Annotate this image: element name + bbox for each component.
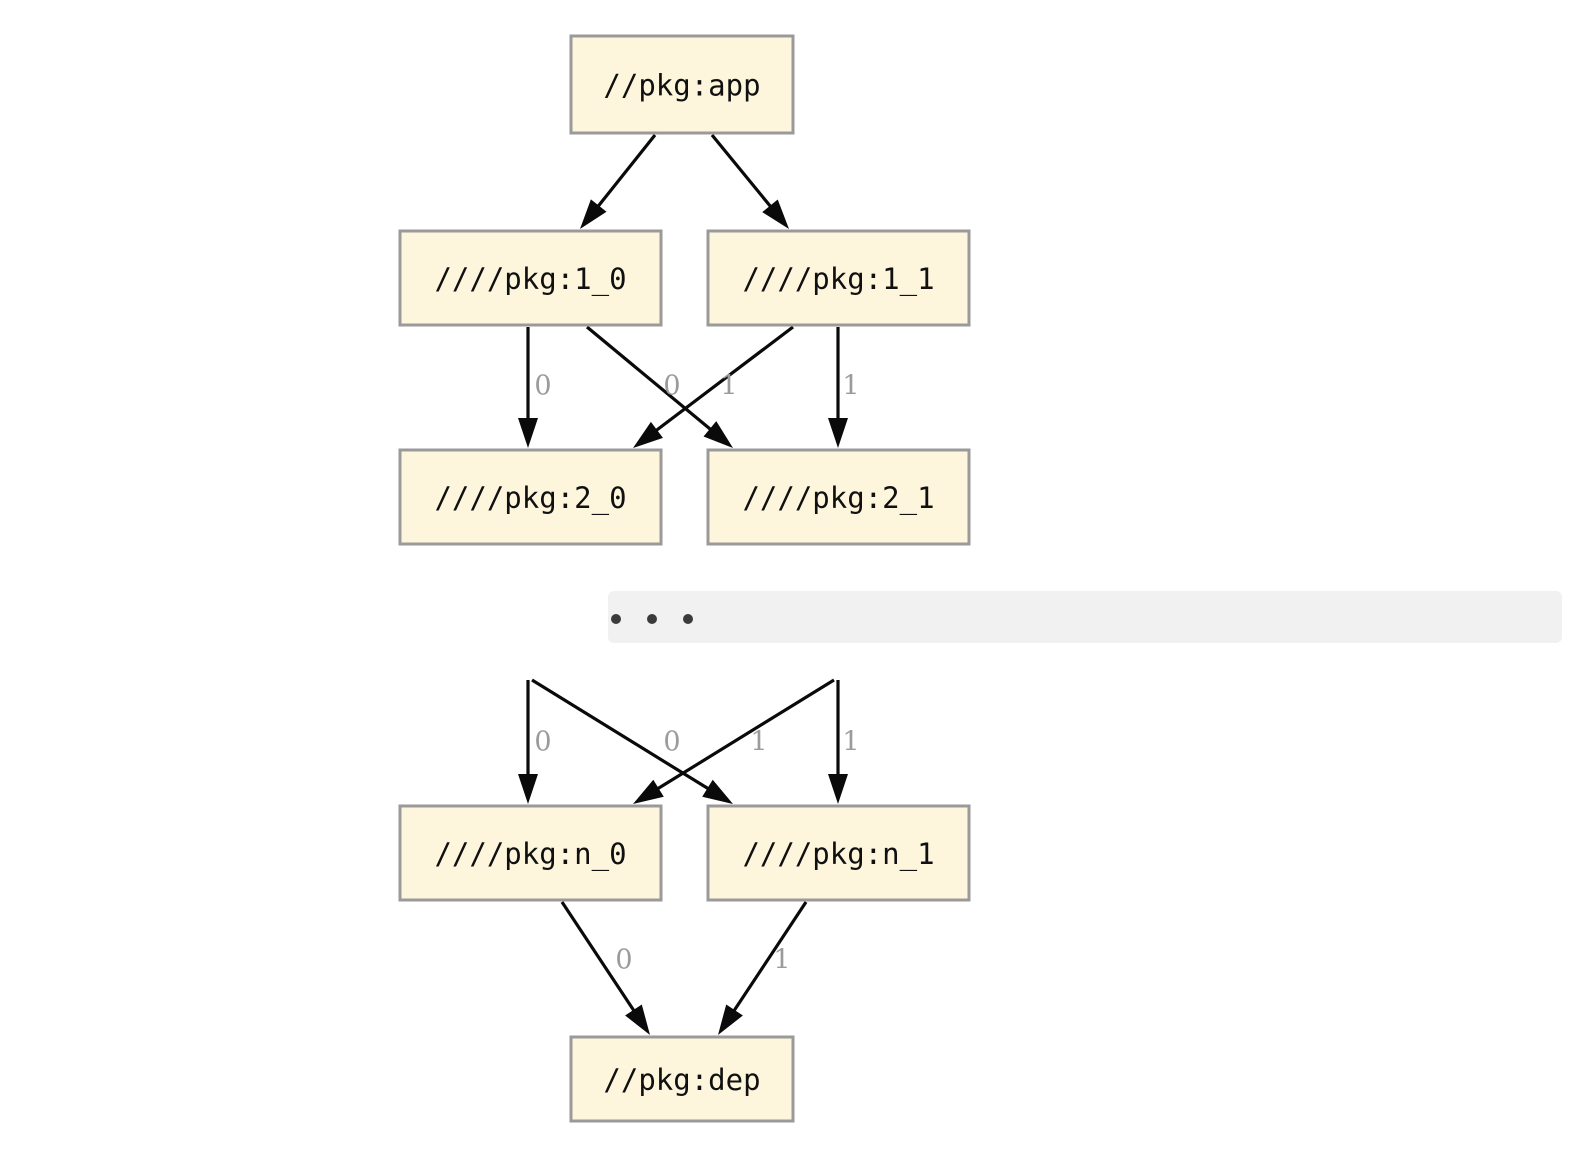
edge-n_1-to-dep — [718, 901, 808, 1035]
edge-app-to-1_1 — [710, 133, 789, 229]
nodes-layer: //pkg:app ////pkg:1_0 ////pkg:1_1 ////pkg:2… — [398, 34, 971, 1123]
node-label-n1_1: ////pkg:1_1 — [742, 262, 934, 297]
node-box-nn_0[interactable] — [398, 804, 663, 902]
edge-mid-to-n_1 — [531, 678, 733, 804]
node-box-app[interactable] — [569, 34, 795, 135]
edge-mid-to-n_0 — [518, 680, 538, 804]
node-label-n2_1: ////pkg:2_1 — [742, 481, 934, 516]
ellipsis-dot-2 — [683, 614, 693, 624]
node-box-n2_0[interactable] — [398, 448, 663, 546]
edge-label-mid-to-n_1: 0 — [663, 727, 680, 758]
ellipsis-band-layer — [608, 591, 1562, 643]
node-label-app: //pkg:app — [603, 69, 760, 103]
edge-1_1-to-2_1 — [828, 327, 848, 448]
edge-1_1-to-2_0 — [633, 325, 794, 448]
node-box-nn_1[interactable] — [706, 804, 971, 902]
edge-1_0-to-2_1 — [585, 325, 733, 448]
node-label-dep: //pkg:dep — [603, 1063, 760, 1097]
node-box-n1_0[interactable] — [398, 229, 663, 327]
edge-label-1_1-to-2_0: 1 — [720, 371, 737, 402]
edge-labels-layer: 0 0 1 1 0 0 1 1 0 1 — [534, 371, 859, 976]
edge-mid2-to-n_1 — [828, 680, 848, 804]
node-nn_0[interactable]: ////pkg:n_0 — [398, 804, 663, 902]
node-app[interactable]: //pkg:app — [569, 34, 795, 135]
edge-app-to-1_0 — [580, 134, 657, 229]
node-box-n2_1[interactable] — [706, 448, 971, 546]
edges-layer — [518, 133, 848, 1035]
edge-label-mid2-to-n_0: 1 — [750, 727, 767, 758]
node-n1_1[interactable]: ////pkg:1_1 — [706, 229, 971, 327]
node-label-n1_0: ////pkg:1_0 — [434, 262, 626, 297]
edge-label-1_0-to-2_0: 0 — [534, 371, 551, 402]
node-n1_0[interactable]: ////pkg:1_0 — [398, 229, 663, 327]
truncated-levels-indicator — [608, 591, 1562, 643]
edge-label-mid-to-n_0: 0 — [534, 727, 551, 758]
edge-n_0-to-dep — [560, 901, 650, 1035]
edge-1_0-to-2_0 — [518, 327, 538, 448]
node-nn_1[interactable]: ////pkg:n_1 — [706, 804, 971, 902]
node-n2_0[interactable]: ////pkg:2_0 — [398, 448, 663, 546]
node-label-nn_0: ////pkg:n_0 — [434, 837, 626, 872]
edge-label-1_1-to-2_1: 1 — [842, 371, 859, 402]
edge-label-1_0-to-2_1: 0 — [663, 371, 680, 402]
node-label-nn_1: ////pkg:n_1 — [742, 837, 934, 872]
node-box-dep[interactable] — [569, 1035, 795, 1123]
node-label-n2_0: ////pkg:2_0 — [434, 481, 626, 516]
node-n2_1[interactable]: ////pkg:2_1 — [706, 448, 971, 546]
edge-mid2-to-n_0 — [633, 678, 835, 804]
node-box-n1_1[interactable] — [706, 229, 971, 327]
edge-label-n_1-to-dep: 1 — [773, 945, 790, 976]
edge-label-mid2-to-n_1: 1 — [842, 727, 859, 758]
ellipsis-dot-1 — [647, 614, 657, 624]
node-dep[interactable]: //pkg:dep — [569, 1035, 795, 1123]
ellipsis-dot-0 — [611, 614, 621, 624]
edge-label-n_0-to-dep: 0 — [615, 945, 632, 976]
